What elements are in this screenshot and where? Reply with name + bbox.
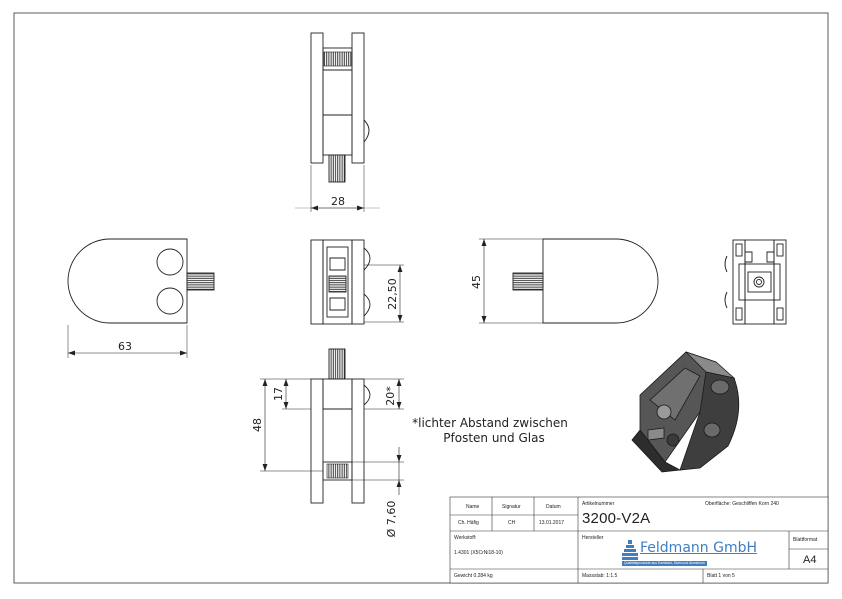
title-block — [449, 496, 829, 584]
title-block-oberflaeche: Oberfläche: Geschliffen Korn 240 — [705, 501, 779, 507]
rear-view — [724, 239, 787, 325]
front-view — [310, 239, 404, 325]
dimension-20: 20* — [384, 386, 397, 406]
title-block-blattformat-value: A4 — [803, 554, 817, 566]
title-block-blattformat-label: Blattformat — [793, 537, 818, 543]
title-block-signatur-header: Signatur — [502, 504, 521, 510]
dimension-22-50: 22,50 — [386, 278, 399, 310]
title-block-werkstoff-label: Werkstoff: — [454, 535, 477, 541]
dimension-28: 28 — [331, 195, 345, 208]
left-side-view — [67, 238, 215, 358]
feldmann-logo-icon — [622, 540, 638, 560]
dimension-17: 17 — [272, 387, 285, 401]
title-block-artikelnummer-value: 3200-V2A — [582, 510, 651, 527]
title-block-datum-header: Datum — [546, 504, 561, 510]
title-block-blatt: Blatt 1 von 5 — [707, 573, 735, 579]
dimension-45: 45 — [470, 275, 483, 289]
sheet-border — [13, 12, 829, 584]
title-block-werkstoff-value: 1.4301 (X5CrNi18-10) — [454, 550, 503, 556]
title-block-hersteller-label: Hersteller — [582, 535, 604, 541]
feldmann-logo-slogan: Qualitätsprodukte aus Edelstahl, Stahl u… — [622, 561, 707, 566]
right-side-view — [479, 238, 659, 324]
note-line-1: *lichter Abstand zwischen — [412, 416, 568, 430]
title-block-name-header: Name — [466, 504, 480, 510]
section-view — [260, 348, 404, 504]
dimension-48: 48 — [251, 418, 264, 432]
feldmann-logo-text: Feldmann GmbH — [640, 540, 757, 556]
top-view — [295, 32, 380, 212]
title-block-massstab: Massstab: 1:1.5 — [582, 573, 618, 579]
title-block-name-value: Ch. Häfig — [458, 520, 479, 526]
isometric-view — [631, 351, 740, 473]
title-block-gewicht: Gewicht 0.284 kg — [454, 573, 493, 579]
dimension-63: 63 — [118, 340, 132, 353]
note-line-2: Pfosten und Glas — [443, 431, 544, 445]
title-block-datum-value: 13.01.2017 — [539, 520, 565, 526]
title-block-signatur-value: CH — [508, 520, 516, 526]
title-block-artikelnummer-label: Artikelnummer — [582, 501, 615, 507]
dimension-7-60: Ø 7,60 — [385, 501, 398, 538]
